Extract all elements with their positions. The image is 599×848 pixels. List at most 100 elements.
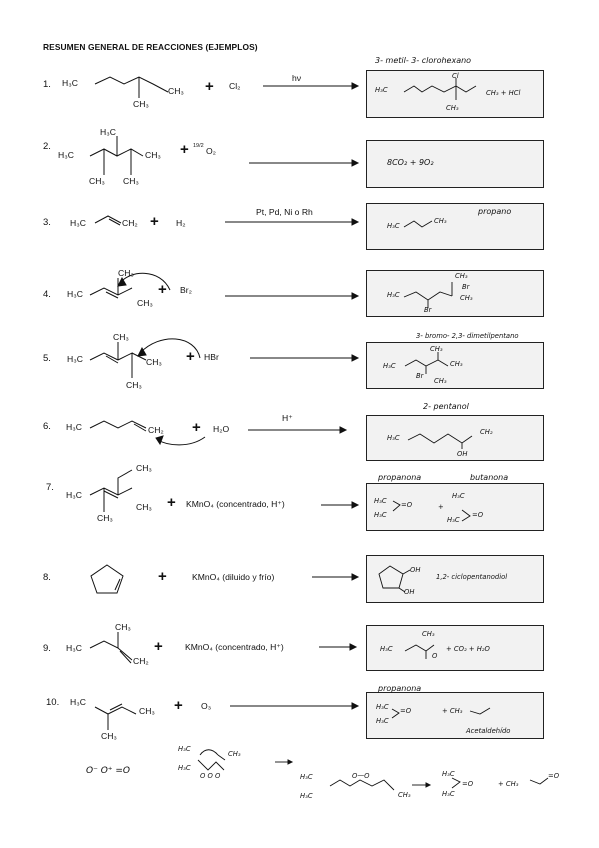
- product-name: propanona: [378, 473, 422, 482]
- product-label: OH: [404, 588, 415, 596]
- product-label: Br: [462, 283, 470, 291]
- reagent-label: Br₂: [180, 285, 192, 295]
- product-label: =O: [401, 501, 413, 509]
- plus-sign: +: [438, 503, 444, 511]
- page-title: RESUMEN GENERAL DE REACCIONES (EJEMPLOS): [43, 42, 258, 52]
- reactant-label: H₃C: [58, 150, 74, 160]
- final-label: H₃C: [442, 790, 455, 798]
- product-label: O: [432, 652, 438, 660]
- product-label: H₃C: [447, 516, 460, 524]
- product-box-1: [366, 70, 544, 118]
- reactant-label: CH₃: [126, 380, 142, 390]
- product-label: CH₃: [422, 630, 435, 638]
- product-label: Br: [424, 306, 432, 314]
- product-label: CH₃: [446, 104, 459, 112]
- reaction-number: 10.: [46, 697, 60, 708]
- reactant-label: CH₃: [113, 332, 129, 342]
- ozonide-label: H₃C: [300, 773, 313, 781]
- plus-sign: +: [154, 638, 163, 655]
- product-box-4: [366, 270, 544, 317]
- reagent-label: KMnO₄ (concentrado, H⁺): [185, 642, 284, 652]
- product-label: Cl: [452, 72, 459, 80]
- final-label: =O: [548, 772, 560, 780]
- ozonide-label: H₃C: [300, 792, 313, 800]
- product-name: propano: [478, 207, 512, 216]
- final-label: H₃C: [442, 770, 455, 778]
- product-label: + CH₃: [442, 707, 463, 715]
- ozonide-label: H₃C: [178, 764, 191, 772]
- reagent-label: KMnO₄ (diluido y frío): [192, 572, 275, 582]
- product-box-9: [366, 625, 544, 671]
- plus-sign: +: [158, 568, 167, 585]
- product-label: H₃C: [374, 497, 387, 505]
- product-name: 3- bromo- 2,3- dimetilpentano: [416, 332, 519, 340]
- product-label: CH₃: [455, 272, 468, 280]
- reactant-label: CH₂: [122, 218, 138, 228]
- product-label: CH₃: [434, 217, 447, 225]
- product-label: OH: [410, 566, 421, 574]
- product-box-10: [366, 692, 544, 739]
- product-label: CH₃ + HCl: [486, 89, 521, 97]
- product-name: Acetaldehído: [466, 727, 511, 735]
- product-name: 1,2- ciclopentanodiol: [436, 573, 508, 581]
- reactant-label: H₃C: [62, 78, 78, 88]
- reagent-label: Cl₂: [229, 81, 241, 91]
- product-label: H₃C: [376, 717, 389, 725]
- plus-sign: +: [167, 494, 176, 511]
- product-name: propanona: [378, 684, 422, 693]
- reactant-label: CH₂: [133, 656, 149, 666]
- reagent-label: H₂: [176, 218, 186, 228]
- reactant-label: CH₃: [101, 731, 117, 741]
- reactant-label: CH₃: [139, 706, 155, 716]
- product-label: CH₂: [480, 428, 493, 436]
- plus-sign: +: [150, 213, 159, 230]
- condition-label: H⁺: [282, 413, 293, 423]
- reactant-label: CH₃: [118, 268, 134, 278]
- reaction-number: 2.: [43, 141, 51, 152]
- reactant-label: H₃C: [67, 354, 83, 364]
- product-label: CH₃: [430, 345, 443, 353]
- ozonide-label: CH₃: [398, 791, 411, 799]
- reagent-label: O₃: [201, 701, 212, 711]
- coefficient: 19/2: [193, 143, 204, 149]
- product-name: butanona: [470, 473, 509, 482]
- product-label: H₃C: [383, 362, 396, 370]
- condition-label: Pt, Pd, Ni o Rh: [256, 207, 313, 217]
- reactant-label: CH₃: [168, 86, 184, 96]
- plus-sign: +: [180, 141, 189, 158]
- reactant-label: CH₃: [145, 150, 161, 160]
- reagent-label: KMnO₄ (concentrado, H⁺): [186, 499, 285, 509]
- reactant-label: CH₃: [89, 176, 105, 186]
- reagent-label: HBr: [204, 352, 219, 362]
- product-name: 3- metil- 3- clorohexano: [375, 56, 472, 65]
- product-box-7: [366, 483, 544, 531]
- ozonide-label: H₃C: [178, 745, 191, 753]
- product-label: CH₃: [434, 377, 447, 385]
- reagent-label: O₂: [206, 146, 217, 156]
- product-label: Br: [416, 372, 424, 380]
- reactant-label: CH₃: [136, 502, 152, 512]
- product-label: H₃C: [387, 291, 400, 299]
- product-label: CH₃: [450, 360, 463, 368]
- product-box-8: [366, 555, 544, 603]
- reaction-number: 1.: [43, 79, 51, 90]
- reactant-label: CH₃: [137, 298, 153, 308]
- product-box-2: [366, 140, 544, 188]
- final-label: + CH₃: [498, 780, 519, 788]
- product-label: H₃C: [375, 86, 388, 94]
- reaction-number: 3.: [43, 217, 51, 228]
- ozonide-label: CH₃: [228, 750, 241, 758]
- product-box-3: [366, 203, 544, 250]
- reaction-number: 7.: [46, 482, 54, 493]
- ozonide-label: O O O: [200, 772, 221, 780]
- reactant-label: H₃C: [70, 218, 86, 228]
- plus-sign: +: [192, 419, 201, 436]
- ozone-structure: O⁻ O⁺ =O: [86, 766, 131, 776]
- product-label: OH: [457, 450, 468, 458]
- reaction-number: 4.: [43, 289, 51, 300]
- reaction-number: 9.: [43, 643, 51, 654]
- product-label: =O: [472, 511, 484, 519]
- reaction-number: 5.: [43, 353, 51, 364]
- plus-sign: +: [186, 348, 195, 365]
